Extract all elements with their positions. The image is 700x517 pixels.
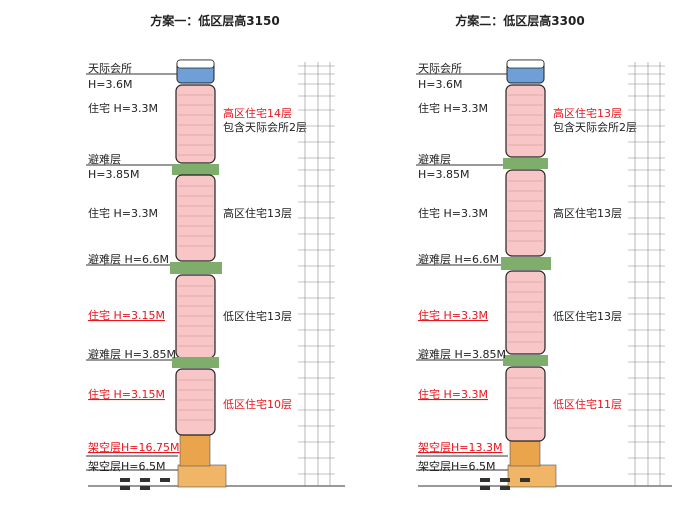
scheme-2-label-refuge-1-height: H=3.85M [418,168,469,181]
scheme-1-car-icons [120,478,170,490]
scheme-1-roof [176,59,215,69]
scheme-2-podium-low [507,464,557,488]
scheme-2: 方案二：低区层高3300 [416,13,672,490]
scheme-1-label-podium-high: 架空层H=16.75M [88,440,179,454]
scheme-2-label-res-1: 住宅 H=3.3M [418,101,488,115]
scheme-2-label-high-zone: 高区住宅13层 [553,106,622,120]
scheme-2-car-icons [480,478,530,490]
scheme-2-label-podium-high: 架空层H=13.3M [418,440,502,454]
scheme-2-label-res-2: 住宅 H=3.3M [418,206,488,220]
scheme-1-podium-high [179,431,211,467]
scheme-2-label-refuge-1: 避难层 [418,152,451,166]
scheme-1-lower-block [175,368,216,436]
scheme-2-label-club: 天际会所 [418,62,462,75]
scheme-1-label-res-1: 住宅 H=3.3M [88,101,158,115]
scheme-2-label-mid-zone: 高区住宅13层 [553,206,622,220]
scheme-1-label-res-4: 住宅 H=3.15M [88,387,165,401]
scheme-2-label-high-zone-sub: 包含天际会所2层 [553,120,637,134]
scheme-2-mid-block [505,169,546,257]
scheme-1-refuge-3 [172,357,219,368]
scheme-2-floor-lines [508,94,543,429]
scheme-1-label-refuge-2: 避难层 H=6.6M [88,252,169,266]
scheme-2-refuge-2 [501,257,551,270]
scheme-2-title: 方案二：低区层高3300 [455,13,584,28]
scheme-2-label-lower-zone: 低区住宅11层 [553,397,622,411]
scheme-1-label-refuge-1: 避难层 [88,152,121,166]
scheme-2-label-res-3: 住宅 H=3.3M [418,308,488,322]
scheme-1-label-high-zone: 高区住宅14层 [223,106,292,120]
scheme-1-label-low-zone: 低区住宅13层 [223,309,292,323]
scheme-1-label-lower-zone: 低区住宅10层 [223,397,292,411]
scheme-2-label-res-4: 住宅 H=3.3M [418,387,488,401]
scheme-1-refuge-2 [170,262,222,274]
scheme-2-podium-high [509,439,541,467]
scheme-1-label-high-zone-sub: 包含天际会所2层 [223,120,307,134]
scheme-2-refuge-1 [503,158,548,169]
scheme-2-roof [506,59,545,69]
scheme-1: 方案一：低区层高3150 [86,13,345,490]
scheme-2-elevation-scale [628,62,665,486]
scheme-2-refuge-3 [503,355,548,366]
scheme-1-low-block [175,274,216,359]
scheme-1-label-club: 天际会所 [88,62,132,75]
scheme-2-label-club-height: H=3.6M [418,78,462,91]
scheme-2-high-block [505,84,546,158]
scheme-1-label-podium-low: 架空层H=6.5M [88,459,165,473]
scheme-1-floor-lines [178,94,213,421]
scheme-1-label-res-2: 住宅 H=3.3M [88,206,158,220]
scheme-1-mid-block [175,174,216,262]
scheme-2-label-podium-low: 架空层H=6.5M [418,459,495,473]
scheme-1-label-club-height: H=3.6M [88,78,132,91]
scheme-1-elevation-scale [298,62,335,486]
scheme-1-refuge-1 [172,164,219,175]
scheme-2-label-low-zone: 低区住宅13层 [553,309,622,323]
scheme-1-label-refuge-1-height: H=3.85M [88,168,139,181]
scheme-1-podium-low [177,464,227,488]
scheme-1-title: 方案一：低区层高3150 [150,13,279,28]
scheme-1-high-block [175,84,216,164]
scheme-2-lower-block [505,366,546,442]
scheme-1-label-refuge-3: 避难层 H=3.85M [88,347,176,361]
scheme-2-leader-lines [416,73,508,471]
scheme-2-low-block [505,270,546,355]
scheme-2-label-refuge-2: 避难层 H=6.6M [418,252,499,266]
scheme-1-leader-lines [86,73,178,471]
scheme-1-label-mid-zone: 高区住宅13层 [223,206,292,220]
scheme-1-label-res-3: 住宅 H=3.15M [88,308,165,322]
scheme-2-label-refuge-3: 避难层 H=3.85M [418,347,506,361]
